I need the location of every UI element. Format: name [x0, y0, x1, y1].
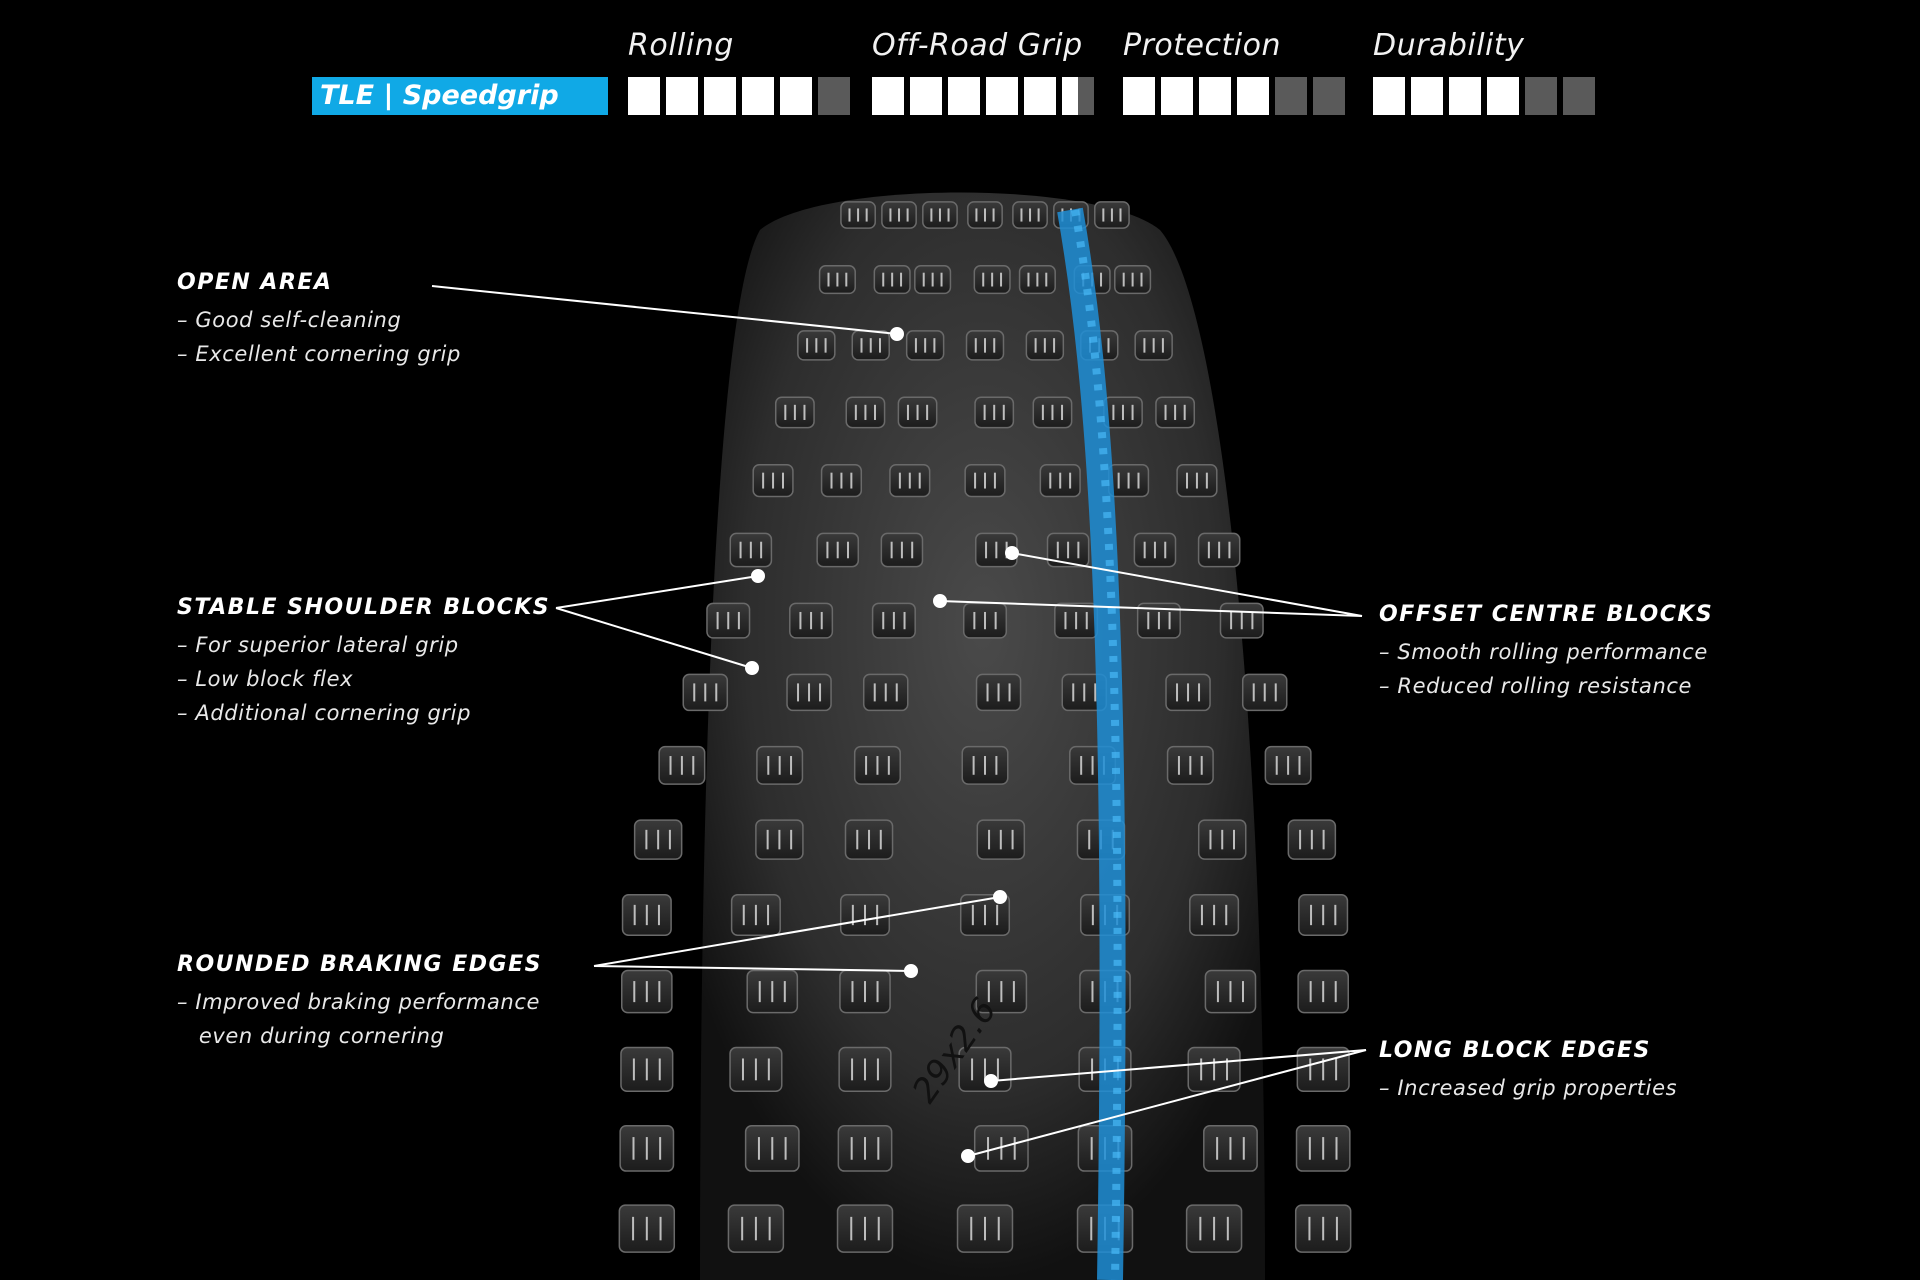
rating-segment [872, 77, 904, 115]
rating-segment [1449, 77, 1481, 115]
callout-line: – Excellent cornering grip [177, 342, 461, 366]
rating-segment [1024, 77, 1056, 115]
rating-bar-durability [1373, 77, 1595, 115]
rating-segment [1199, 77, 1231, 115]
rating-segment [1411, 77, 1443, 115]
callout-line: – Low block flex [177, 667, 354, 691]
callout-line: – Reduced rolling resistance [1379, 674, 1693, 698]
rating-segment [818, 77, 850, 115]
rating-segment [1237, 77, 1269, 115]
rating-segment [1275, 77, 1307, 115]
rating-segment [1373, 77, 1405, 115]
callout-offset-centre-blocks: OFFSET CENTRE BLOCKS – Smooth rolling pe… [1379, 602, 1713, 703]
rating-segment [910, 77, 942, 115]
model-badge: TLE | Speedgrip [312, 77, 608, 115]
rating-segment [780, 77, 812, 115]
callout-title: ROUNDED BRAKING EDGES [177, 952, 542, 977]
rating-segment [1062, 77, 1094, 115]
leader-lines [431, 285, 1367, 1163]
rating-segment [1123, 77, 1155, 115]
rating-segment [1563, 77, 1595, 115]
rating-segment [1313, 77, 1345, 115]
blue-casing-stripe-glow [1071, 209, 1122, 1280]
rating-segment [742, 77, 774, 115]
callout-title: LONG BLOCK EDGES [1379, 1038, 1651, 1063]
callout-title: OPEN AREA [177, 270, 333, 295]
callout-long-block-edges: LONG BLOCK EDGES – Increased grip proper… [1379, 1038, 1677, 1105]
callout-open-area: OPEN AREA – Good self-cleaning – Excelle… [177, 270, 461, 371]
callout-line: – Good self-cleaning [177, 308, 402, 332]
rating-header-rolling: Rolling [628, 28, 734, 63]
rating-segment [948, 77, 980, 115]
rating-bar-rolling [628, 77, 850, 115]
rating-header-durability: Durability [1373, 28, 1525, 63]
callout-rounded-braking-edges: ROUNDED BRAKING EDGES – Improved braking… [177, 952, 542, 1053]
callout-line: even during cornering [177, 1024, 445, 1048]
rating-segment [1487, 77, 1519, 115]
callout-title: OFFSET CENTRE BLOCKS [1379, 602, 1714, 627]
rating-bar-protection [1123, 77, 1345, 115]
rating-segment [666, 77, 698, 115]
callout-line: – For superior lateral grip [177, 633, 459, 657]
rating-segment [704, 77, 736, 115]
callout-line: – Increased grip properties [1379, 1076, 1678, 1100]
callout-line: – Smooth rolling performance [1379, 640, 1708, 664]
callout-line: – Additional cornering grip [177, 701, 472, 725]
rating-segment [1525, 77, 1557, 115]
rating-header-protection: Protection [1123, 28, 1281, 63]
callout-title: STABLE SHOULDER BLOCKS [177, 595, 551, 620]
rating-header-offroad-grip: Off-Road Grip [872, 28, 1083, 63]
rating-segment [1161, 77, 1193, 115]
rating-segment [628, 77, 660, 115]
callout-stable-shoulder-blocks: STABLE SHOULDER BLOCKS – For superior la… [177, 595, 550, 730]
rating-segment [986, 77, 1018, 115]
rating-bar-offroad-grip [872, 77, 1094, 115]
callout-line: – Improved braking performance [177, 990, 540, 1014]
